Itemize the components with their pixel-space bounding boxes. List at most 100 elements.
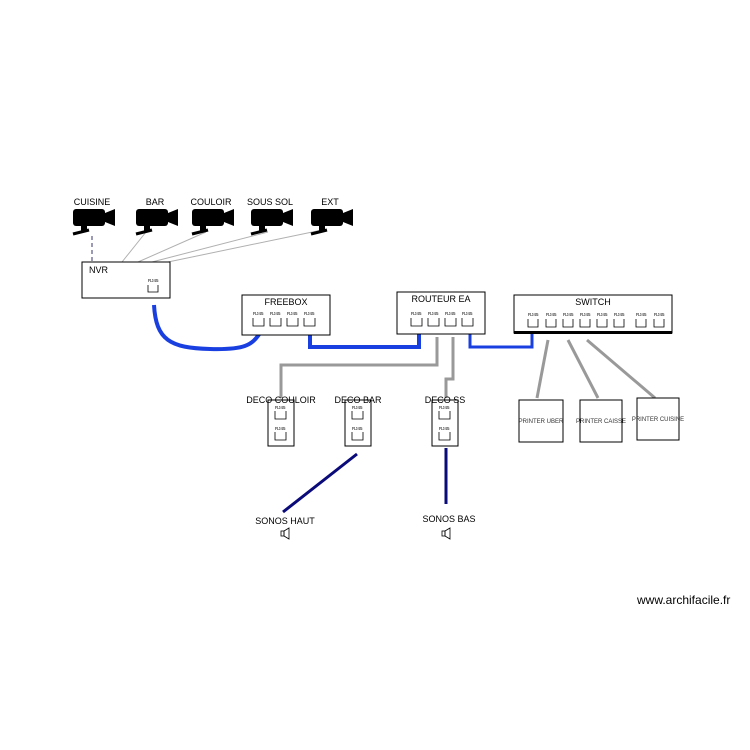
video-camera-icon [135,209,178,236]
router-label: ROUTEUR EA [411,294,470,304]
switch-device[interactable]: SWITCH RJ45 RJ45 RJ45 RJ45 RJ45 RJ45 RJ4… [513,294,673,334]
rj45-port[interactable]: RJ45 [303,311,316,327]
cable-deco-bar-sonos-haut [282,452,358,514]
rj45-port[interactable]: RJ45 [351,405,364,420]
rj45-port[interactable]: RJ45 [410,311,423,327]
deco-label: DECO BAR [334,395,382,405]
printer-uber[interactable]: PRINTER UBER [518,399,564,443]
cables [91,229,656,514]
camera-sous-sol[interactable]: SOUS SOL [247,197,293,236]
sonos-haut[interactable]: SONOS HAUT [255,516,315,540]
speaker-icon [280,527,290,540]
switch-label: SWITCH [575,297,611,307]
camera-couloir[interactable]: COULOIR [190,197,234,236]
cable-router-deco-ss [444,337,455,398]
camera-cuisine[interactable]: CUISINE [72,197,115,236]
speaker-label: SONOS HAUT [255,516,315,526]
camera-label: BAR [146,197,165,207]
rj45-port[interactable]: RJ45 [274,405,287,420]
deco-label: DECO COULOIR [246,395,316,405]
cable-switch-printer-caisse [566,339,600,399]
deco-bar[interactable]: DECO BAR RJ45 RJ45 [334,395,382,447]
svg-text:RJ45: RJ45 [428,311,439,316]
deco-ss[interactable]: DECO SS RJ45 RJ45 [425,395,466,447]
watermark-text[interactable]: www.archifacile.fr [637,593,731,607]
camera-label: CUISINE [74,197,111,207]
cable-freebox-router [308,334,421,349]
rj45-port[interactable]: RJ45 [252,311,265,327]
rj45-port[interactable]: RJ45 [545,312,557,328]
rj45-port[interactable]: RJ45 [351,426,364,441]
svg-text:RJ45: RJ45 [253,311,264,316]
svg-text:RJ45: RJ45 [462,311,473,316]
camera-label: COULOIR [190,197,232,207]
cable-ext-nvr [167,229,323,263]
rj45-port[interactable]: RJ45 [461,311,474,327]
svg-text:RJ45: RJ45 [546,312,557,317]
svg-text:RJ45: RJ45 [439,405,450,410]
svg-text:RJ45: RJ45 [580,312,591,317]
printer-label: PRINTER UBER [519,419,564,425]
svg-text:RJ45: RJ45 [352,426,363,431]
sonos-bas[interactable]: SONOS BAS [422,514,476,540]
cable-router-deco-couloir [279,337,439,398]
router-device[interactable]: ROUTEUR EA RJ45 RJ45 RJ45 RJ45 [396,291,486,335]
svg-text:RJ45: RJ45 [304,311,315,316]
rj45-port[interactable]: RJ45 [579,312,591,328]
camera-label: EXT [321,197,339,207]
rj45-port[interactable]: RJ45 [274,426,287,441]
video-camera-icon [310,209,353,236]
cable-bar-nvr [121,231,147,263]
printer-label: PRINTER CAISSE [576,419,626,425]
svg-text:RJ45: RJ45 [528,312,539,317]
printer-caisse[interactable]: PRINTER CAISSE [576,399,626,443]
svg-text:RJ45: RJ45 [597,312,608,317]
cable-switch-printer-uber [535,339,550,399]
svg-text:RJ45: RJ45 [287,311,298,316]
rj45-port[interactable]: RJ45 [527,312,539,328]
svg-text:RJ45: RJ45 [654,312,665,317]
cable-soussol-nvr [151,231,269,263]
rj45-port[interactable]: RJ45 [444,311,457,327]
freebox-device[interactable]: FREEBOX RJ45 RJ45 RJ45 RJ45 [241,294,331,336]
rj45-port[interactable]: RJ45 [635,312,647,328]
svg-text:RJ45: RJ45 [352,405,363,410]
rj45-port[interactable]: RJ45 [562,312,574,328]
camera-label: SOUS SOL [247,197,293,207]
nvr-label: NVR [89,265,109,275]
rj45-port[interactable]: RJ45 [147,278,159,293]
deco-couloir[interactable]: DECO COULOIR RJ45 RJ45 [246,395,316,447]
video-camera-icon [72,209,115,236]
svg-text:RJ45: RJ45 [439,426,450,431]
video-camera-icon [191,209,234,236]
rj45-port[interactable]: RJ45 [427,311,440,327]
rj45-port[interactable]: RJ45 [438,426,451,441]
camera-ext[interactable]: EXT [310,197,353,236]
rj45-port[interactable]: RJ45 [269,311,282,327]
rj45-port[interactable]: RJ45 [613,312,625,328]
cable-switch-printer-cuisine [586,338,656,400]
printer-label: PRINTER CUISINE [632,417,684,423]
speaker-icon [441,527,451,540]
rj45-port[interactable]: RJ45 [596,312,608,328]
rj45-port[interactable]: RJ45 [286,311,299,327]
video-camera-icon [250,209,293,236]
camera-bar[interactable]: BAR [135,197,178,236]
speaker-label: SONOS BAS [422,514,475,524]
nvr-device[interactable]: NVR RJ45 [81,261,171,299]
svg-text:RJ45: RJ45 [148,278,159,283]
svg-text:RJ45: RJ45 [275,405,286,410]
svg-text:RJ45: RJ45 [275,426,286,431]
deco-label: DECO SS [425,395,466,405]
rj45-port[interactable]: RJ45 [438,405,451,420]
cable-nvr-freebox [152,304,262,352]
svg-text:RJ45: RJ45 [270,311,281,316]
svg-text:RJ45: RJ45 [614,312,625,317]
cable-couloir-nvr [137,231,207,263]
svg-text:RJ45: RJ45 [445,311,456,316]
svg-text:RJ45: RJ45 [636,312,647,317]
printer-cuisine[interactable]: PRINTER CUISINE [632,397,684,441]
rj45-port[interactable]: RJ45 [653,312,665,328]
cable-router-switch [468,334,534,349]
